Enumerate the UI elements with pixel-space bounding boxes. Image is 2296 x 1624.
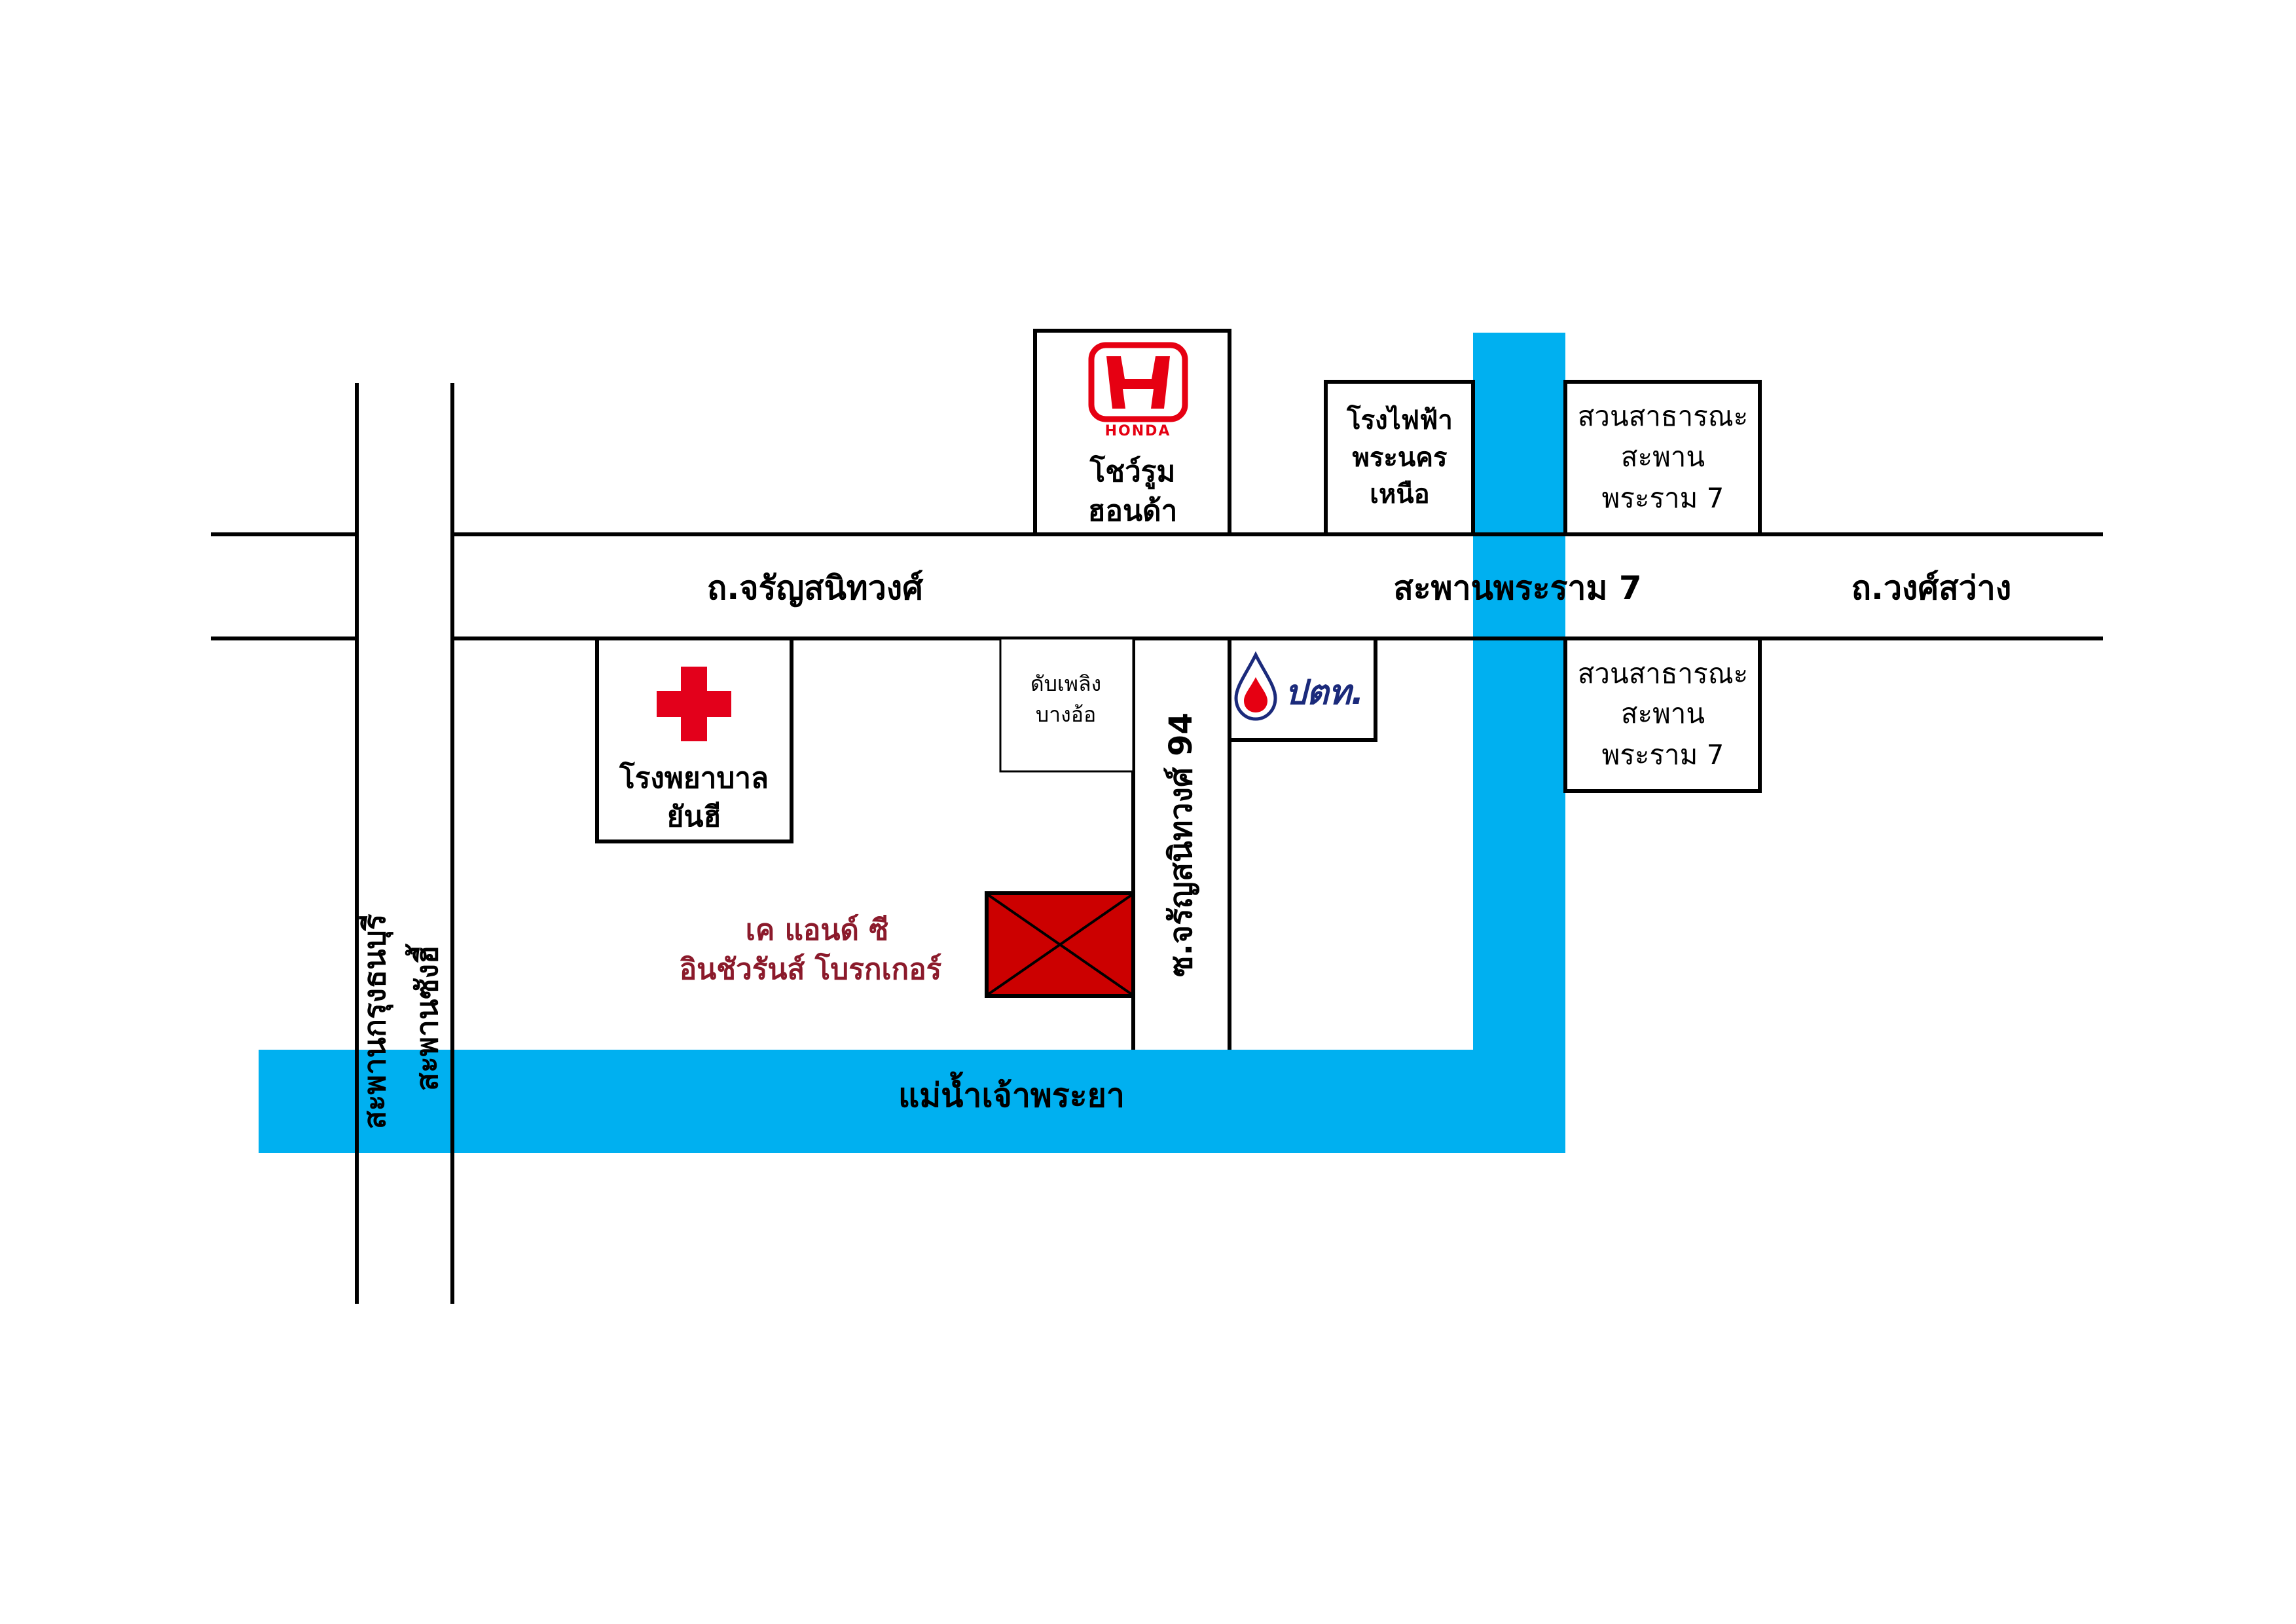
park-south-line3: พระราม 7 bbox=[1602, 739, 1724, 771]
honda-logo-text: HONDA bbox=[1105, 423, 1171, 439]
park-north-line1: สวนสาธารณะ bbox=[1578, 400, 1748, 432]
destination-label-line2: อินชัวรันส์ โบรกเกอร์ bbox=[680, 951, 942, 986]
river-horizontal bbox=[259, 1050, 1565, 1153]
river-label: แม่น้ำเจ้าพระยา bbox=[898, 1071, 1125, 1115]
soi-94-label: ซ.จรัญสนิทวงศ์ 94 bbox=[1163, 712, 1199, 977]
power-plant: โรงไฟฟ้า พระนคร เหนือ bbox=[1324, 380, 1475, 536]
hospital: โรงพยาบาล ยันฮี bbox=[595, 637, 793, 843]
bridge-rama7-label: สะพานพระราม 7 bbox=[1393, 569, 1641, 607]
honda-label-line2: ฮอนด้า bbox=[1088, 494, 1178, 528]
hospital-line2: ยันฮี bbox=[667, 800, 721, 834]
ptt-drop-icon bbox=[1234, 651, 1277, 721]
park-north-line2: สะพาน bbox=[1621, 441, 1705, 473]
honda-label-line1: โชว์รูม bbox=[1089, 454, 1176, 489]
bridge-krung-thon-label: สะพานกรุงธนบุรี bbox=[357, 913, 393, 1129]
honda-showroom: HONDA โชว์รูม ฮอนด้า bbox=[1033, 329, 1231, 536]
power-plant-line2: พระนคร bbox=[1353, 443, 1448, 473]
park-north-line3: พระราม 7 bbox=[1602, 482, 1724, 514]
destination-cross-line-2 bbox=[987, 894, 1133, 995]
park-south-line1: สวนสาธารณะ bbox=[1578, 657, 1748, 690]
hospital-line1: โรงพยาบาล bbox=[619, 760, 769, 795]
main-road-west-label: ถ.จรัญสนิทวงศ์ bbox=[707, 569, 924, 607]
power-plant-line3: เหนือ bbox=[1370, 479, 1429, 509]
ptt-station: ปตท. bbox=[1228, 637, 1377, 742]
fire-station-line1: ดับเพลิง bbox=[1030, 671, 1101, 696]
park-north-box bbox=[1563, 380, 1762, 536]
ptt-logo-text: ปตท. bbox=[1285, 673, 1364, 712]
river bbox=[259, 333, 1565, 1153]
destination-marker bbox=[985, 891, 1135, 998]
bridge-khang-si-label: สะพานซังฮี้ bbox=[405, 943, 445, 1091]
power-plant-line1: โรงไฟฟ้า bbox=[1346, 405, 1453, 435]
park-south-box bbox=[1563, 637, 1762, 793]
river-vertical bbox=[1473, 333, 1565, 1153]
park-south: สวนสาธารณะ สะพาน พระราม 7 bbox=[1563, 637, 1762, 793]
honda-logo-icon: HONDA bbox=[1088, 342, 1188, 439]
fire-station-box bbox=[999, 637, 1135, 773]
power-plant-box bbox=[1324, 380, 1475, 536]
fire-station-line2: บางอ้อ bbox=[1036, 702, 1096, 727]
fire-station: ดับเพลิง บางอ้อ bbox=[999, 637, 1135, 773]
main-road-east-label: ถ.วงศ์สว่าง bbox=[1851, 569, 2012, 607]
red-cross-icon bbox=[657, 667, 731, 741]
park-south-line2: สะพาน bbox=[1621, 697, 1705, 729]
destination-label-line1: เค แอนด์ ซี bbox=[746, 913, 888, 947]
park-north: สวนสาธารณะ สะพาน พระราม 7 bbox=[1563, 380, 1762, 536]
